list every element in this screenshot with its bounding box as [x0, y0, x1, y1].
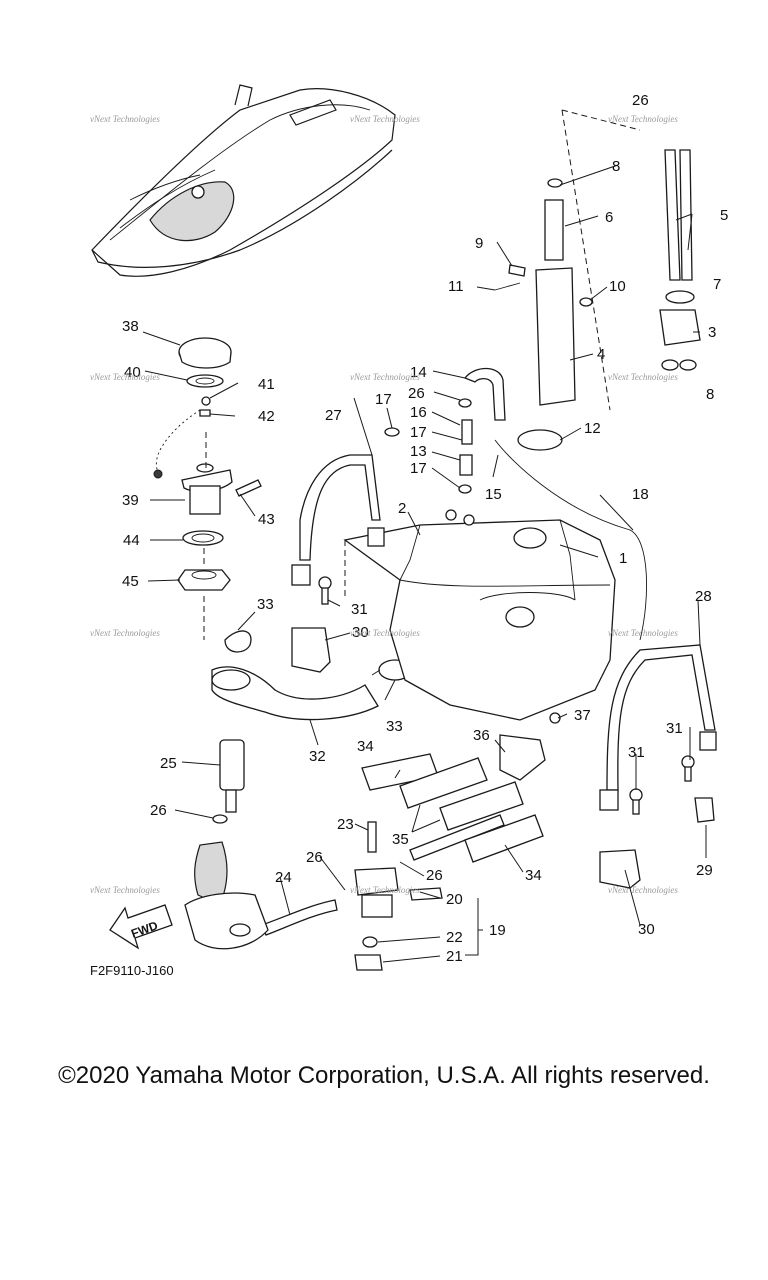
svg-text:vNext Technologies: vNext Technologies	[608, 372, 678, 382]
callout-1: 1	[619, 550, 627, 567]
callout-33-right: 33	[386, 718, 403, 735]
callout-26-c: 26	[150, 802, 167, 819]
mounting-brackets	[291, 627, 715, 889]
callout-31-mid: 31	[666, 720, 683, 737]
svg-text:vNext Technologies: vNext Technologies	[350, 885, 420, 895]
callout-31-left: 31	[351, 601, 368, 618]
callout-33-left: 33	[257, 596, 274, 613]
svg-text:vNext Technologies: vNext Technologies	[90, 885, 160, 895]
callout-2: 2	[398, 500, 406, 517]
callout-16: 16	[410, 404, 427, 421]
callout-26-e: 26	[426, 867, 443, 884]
callout-8-top: 8	[612, 158, 620, 175]
svg-text:vNext Technologies: vNext Technologies	[350, 628, 420, 638]
callout-12: 12	[584, 420, 601, 437]
callout-23: 23	[337, 816, 354, 833]
fuel-pickup-assembly	[494, 109, 701, 411]
filler-cap-assembly	[153, 337, 262, 591]
callout-37: 37	[574, 707, 591, 724]
tank-straps	[291, 454, 717, 811]
callout-30-right: 30	[638, 921, 655, 938]
callout-13: 13	[410, 443, 427, 460]
callout-26-b: 26	[408, 385, 425, 402]
callout-15: 15	[485, 486, 502, 503]
callout-44: 44	[123, 532, 140, 549]
fuel-filter-assembly	[261, 814, 505, 971]
callout-31-right: 31	[628, 744, 645, 761]
callout-22: 22	[446, 929, 463, 946]
callout-45: 45	[122, 573, 139, 590]
callout-5: 5	[720, 207, 728, 224]
callout-8-bottom: 8	[706, 386, 714, 403]
svg-text:vNext Technologies: vNext Technologies	[350, 114, 420, 124]
fuel-tank-parts-diagram: FWD	[90, 84, 728, 978]
callout-21: 21	[446, 948, 463, 965]
callout-34-top: 34	[357, 738, 374, 755]
callout-36: 36	[473, 727, 490, 744]
callout-6: 6	[605, 209, 613, 226]
callout-38: 38	[122, 318, 139, 335]
callout-26-top: 26	[632, 92, 649, 109]
callout-25: 25	[160, 755, 177, 772]
copyright-notice: ©2020 Yamaha Motor Corporation, U.S.A. A…	[58, 1062, 710, 1089]
callout-34-bottom: 34	[525, 867, 542, 884]
callout-32: 32	[309, 748, 326, 765]
svg-text:vNext Technologies: vNext Technologies	[608, 628, 678, 638]
filler-hose-assembly	[211, 630, 412, 721]
svg-text:vNext Technologies: vNext Technologies	[90, 628, 160, 638]
svg-text:vNext Technologies: vNext Technologies	[608, 114, 678, 124]
callout-17-a: 17	[375, 391, 392, 408]
svg-text:vNext Technologies: vNext Technologies	[90, 114, 160, 124]
svg-text:vNext Technologies: vNext Technologies	[350, 372, 420, 382]
callout-3: 3	[708, 324, 716, 341]
callout-10: 10	[609, 278, 626, 295]
callout-29: 29	[696, 862, 713, 879]
callout-42: 42	[258, 408, 275, 425]
foam-mats	[361, 753, 544, 863]
callout-24: 24	[275, 869, 292, 886]
small-hardware	[318, 509, 695, 815]
callout-19: 19	[489, 922, 506, 939]
callout-40: 40	[124, 364, 141, 381]
callout-9: 9	[475, 235, 483, 252]
svg-text:vNext Technologies: vNext Technologies	[90, 372, 160, 382]
fuel-tank	[343, 519, 616, 721]
callout-17-c: 17	[410, 460, 427, 477]
part-callouts: 1 2 3 4 5 6 7 8 8 9 10 11 12 13 14 15 16…	[122, 92, 728, 965]
watercraft-illustration	[91, 84, 396, 277]
callout-14: 14	[410, 364, 427, 381]
callout-4: 4	[597, 346, 605, 363]
callout-41: 41	[258, 376, 275, 393]
callout-43: 43	[258, 511, 275, 528]
callout-35: 35	[392, 831, 409, 848]
callout-28: 28	[695, 588, 712, 605]
watermarks: vNext Technologies vNext Technologies vN…	[90, 114, 678, 895]
svg-text:vNext Technologies: vNext Technologies	[608, 885, 678, 895]
breather-assembly	[384, 367, 648, 641]
callout-17-b: 17	[410, 424, 427, 441]
diagram-code: F2F9110-J160	[90, 963, 174, 978]
callout-26-d: 26	[306, 849, 323, 866]
fwd-arrow-icon: FWD	[109, 904, 173, 950]
callout-30-left: 30	[352, 624, 369, 641]
callout-18: 18	[632, 486, 649, 503]
callout-7: 7	[713, 276, 721, 293]
callout-39: 39	[122, 492, 139, 509]
leader-lines	[142, 164, 707, 963]
callout-11: 11	[448, 278, 464, 295]
vent-assembly	[184, 739, 269, 950]
callout-27: 27	[325, 407, 342, 424]
callout-20: 20	[446, 891, 463, 908]
